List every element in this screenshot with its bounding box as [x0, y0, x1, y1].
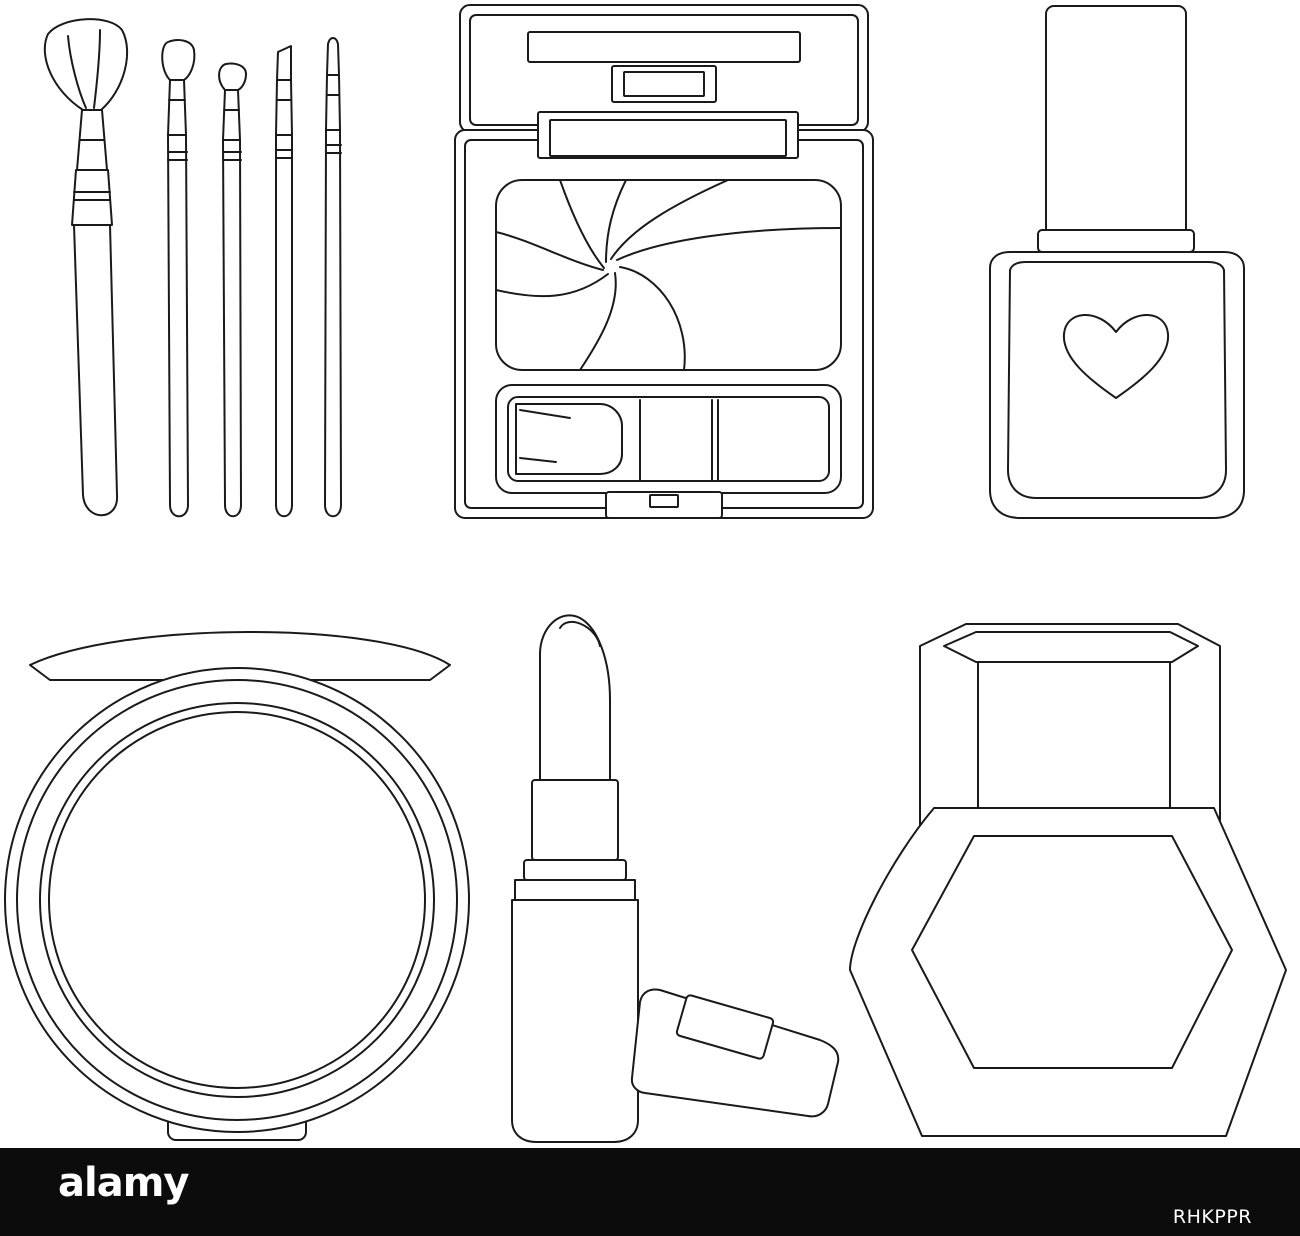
compact-powder-icon [4, 631, 470, 1141]
blush-palette-icon [454, 4, 874, 519]
perfume-bottle-icon [849, 623, 1287, 1137]
makeup-brush-set-icon [43, 18, 342, 518]
blending-brush-icon [161, 39, 196, 518]
eyeshadow-brush-icon [218, 62, 247, 518]
image-id-label: RHKPPR [1172, 1206, 1252, 1228]
angled-brush-icon [275, 45, 293, 518]
alamy-logo: alamy [58, 1160, 189, 1206]
blush-swirl-icon [496, 180, 841, 370]
illustration-canvas [4, 4, 1287, 1143]
stock-footer-bar: alamy RHKPPR [0, 1148, 1300, 1236]
powder-brush-icon [43, 18, 129, 517]
eyeliner-brush-icon [324, 37, 342, 518]
lipstick-icon [511, 614, 840, 1143]
heart-icon [1062, 314, 1170, 399]
nail-polish-bottle-icon [989, 5, 1245, 519]
